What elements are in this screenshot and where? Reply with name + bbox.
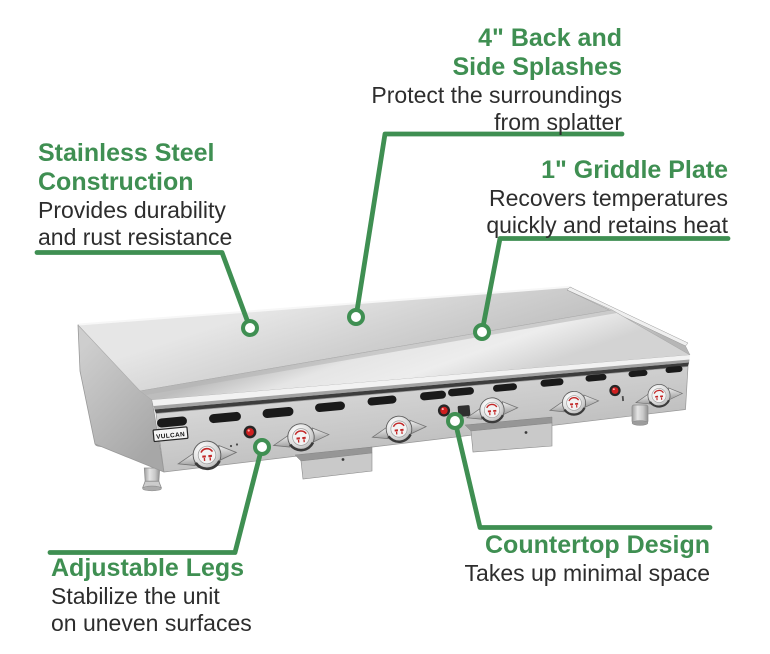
marker-griddle-plate [473, 323, 491, 341]
callout-title: 4" Back and Side Splashes [371, 24, 622, 82]
brand-logo-text: VULCAN [156, 431, 186, 441]
vent-slots [157, 365, 683, 428]
title-line: Side Splashes [452, 53, 622, 81]
griddle-image: VULCAN [77, 285, 691, 492]
callout-title: Stainless Steel Construction [38, 139, 232, 197]
callout-stainless-steel: Stainless Steel Construction Provides du… [38, 139, 232, 250]
desc-line: Stabilize the unit [51, 583, 220, 609]
marker-legs [253, 438, 271, 456]
callout-countertop-design: Countertop Design Takes up minimal space [465, 531, 710, 587]
igniter-button [457, 405, 471, 417]
callout-line-griddle-plate [479, 236, 731, 335]
title-line: Stainless Steel [38, 139, 215, 167]
desc-line: quickly and retains heat [486, 211, 728, 238]
title-line: Construction [38, 168, 194, 196]
callout-griddle-plate: 1" Griddle Plate Recovers temperatures q… [486, 156, 728, 238]
plate-front-edge [152, 355, 690, 406]
desc-line: Provides durability [38, 197, 226, 223]
marker-splashes [347, 308, 365, 326]
title-line: Adjustable Legs [51, 554, 245, 582]
brand-logo: VULCAN [152, 426, 189, 443]
callout-description: Protect the surroundings from splatter [371, 82, 622, 135]
callout-line-countertop [452, 418, 713, 530]
gas-valve [631, 404, 649, 426]
desc-line: Protect the surroundings [371, 82, 622, 108]
callout-title: Countertop Design [465, 531, 710, 560]
callout-description: Takes up minimal space [465, 560, 710, 587]
callout-line-legs [47, 444, 265, 555]
callout-lines [34, 131, 731, 555]
callout-markers [241, 308, 491, 456]
title-line: 4" Back and [478, 24, 622, 52]
desc-line: Takes up minimal space [464, 560, 710, 586]
desc-line: from splatter [494, 108, 622, 135]
desc-line: on uneven surfaces [51, 609, 252, 636]
callout-line-splashes [353, 131, 625, 320]
callout-description: Stabilize the unit on uneven surfaces [51, 583, 252, 636]
callout-description: Provides durability and rust resistance [38, 197, 232, 250]
marker-stainless [241, 319, 259, 337]
burner-box-right [464, 416, 553, 453]
burner-box-left [294, 446, 373, 480]
desc-line: and rust resistance [38, 223, 233, 250]
callout-back-side-splashes: 4" Back and Side Splashes Protect the su… [371, 24, 622, 135]
desc-line: Recovers temperatures [488, 185, 728, 211]
callout-line-stainless [34, 250, 253, 331]
callout-description: Recovers temperatures quickly and retain… [486, 185, 728, 238]
callout-title: Adjustable Legs [51, 554, 252, 583]
panel-detail-dots [229, 395, 625, 448]
callout-title: 1" Griddle Plate [486, 156, 728, 185]
title-line: Countertop Design [485, 531, 710, 559]
callout-adjustable-legs: Adjustable Legs Stabilize the unit on un… [51, 554, 252, 636]
marker-countertop [446, 412, 464, 430]
title-line: 1" Griddle Plate [541, 156, 728, 184]
